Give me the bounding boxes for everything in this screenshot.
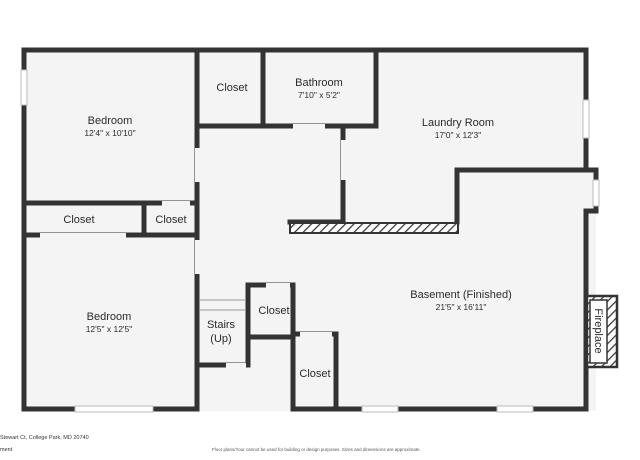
- footer-address: Stewart Ct, College Park, MD 20740: [0, 435, 89, 441]
- footer-address-block: Stewart Ct, College Park, MD 20740 ment: [0, 432, 89, 456]
- basement-dim: 21'5" x 16'11": [436, 302, 487, 312]
- window-basement-1: [361, 405, 399, 413]
- bedroom-2-name: Bedroom: [87, 311, 132, 323]
- footer-disclaimer: Floor plans/Your cannot be used for buil…: [212, 447, 421, 452]
- bedroom-1-name: Bedroom: [88, 115, 133, 127]
- window-bedroom-2: [74, 405, 154, 413]
- stair-treads: [200, 299, 246, 311]
- footer-level: ment: [0, 447, 13, 453]
- doorways: [40, 124, 346, 368]
- bathroom-name: Bathroom: [295, 77, 343, 89]
- closet-small-name: Closet: [155, 214, 186, 226]
- closet-bottom-name: Closet: [299, 368, 330, 380]
- bathroom-dim: 7'10" x 5'2": [298, 90, 340, 100]
- window-right: [592, 179, 600, 207]
- closet-top-name: Closet: [216, 82, 247, 94]
- half-wall: [289, 222, 459, 234]
- bedroom-1-dim: 12'4" x 10'10": [84, 128, 135, 138]
- window-laundry: [582, 99, 590, 139]
- stairs-label: Stairs: [207, 319, 236, 331]
- window-basement-2: [496, 405, 534, 413]
- windows: [20, 69, 600, 413]
- window-left: [20, 69, 28, 106]
- floor-area: [24, 50, 596, 411]
- room-labels: Bedroom 12'4" x 10'10" Closet Bathroom 7…: [63, 77, 604, 380]
- laundry-name: Laundry Room: [422, 117, 494, 129]
- basement-name: Basement (Finished): [410, 289, 512, 301]
- fireplace-box: [589, 299, 608, 364]
- laundry-dim: 17'0" x 12'3": [435, 130, 482, 140]
- stairs-direction: (Up): [210, 333, 231, 345]
- fireplace-label: Fireplace: [592, 308, 604, 353]
- closet-stairs-name: Closet: [258, 305, 289, 317]
- closet-wide-name: Closet: [63, 214, 94, 226]
- bedroom-2-dim: 12'5" x 12'5": [86, 324, 133, 334]
